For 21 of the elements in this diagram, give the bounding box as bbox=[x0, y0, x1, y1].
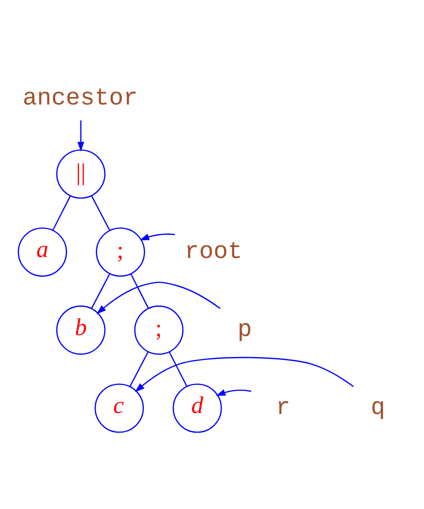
connector bbox=[91, 274, 110, 309]
node-text: q bbox=[370, 395, 386, 422]
node-circle: ; bbox=[134, 306, 184, 355]
node-circle: || bbox=[56, 149, 106, 199]
arrow bbox=[134, 356, 354, 392]
arrow bbox=[77, 120, 84, 152]
connector bbox=[130, 352, 149, 387]
node-circle: ; bbox=[96, 227, 146, 277]
node-text: ancestor bbox=[22, 85, 138, 112]
connector bbox=[52, 196, 71, 231]
arrow bbox=[96, 282, 220, 314]
node-text: p bbox=[238, 317, 252, 344]
connector bbox=[168, 352, 188, 387]
node-circle: a bbox=[18, 227, 68, 277]
node-text: root bbox=[184, 239, 242, 266]
node-circle: d bbox=[172, 384, 222, 433]
node-text: r bbox=[276, 395, 290, 422]
arrow bbox=[216, 389, 252, 396]
connector bbox=[130, 274, 149, 309]
connector bbox=[91, 196, 110, 231]
arrow bbox=[140, 234, 175, 240]
